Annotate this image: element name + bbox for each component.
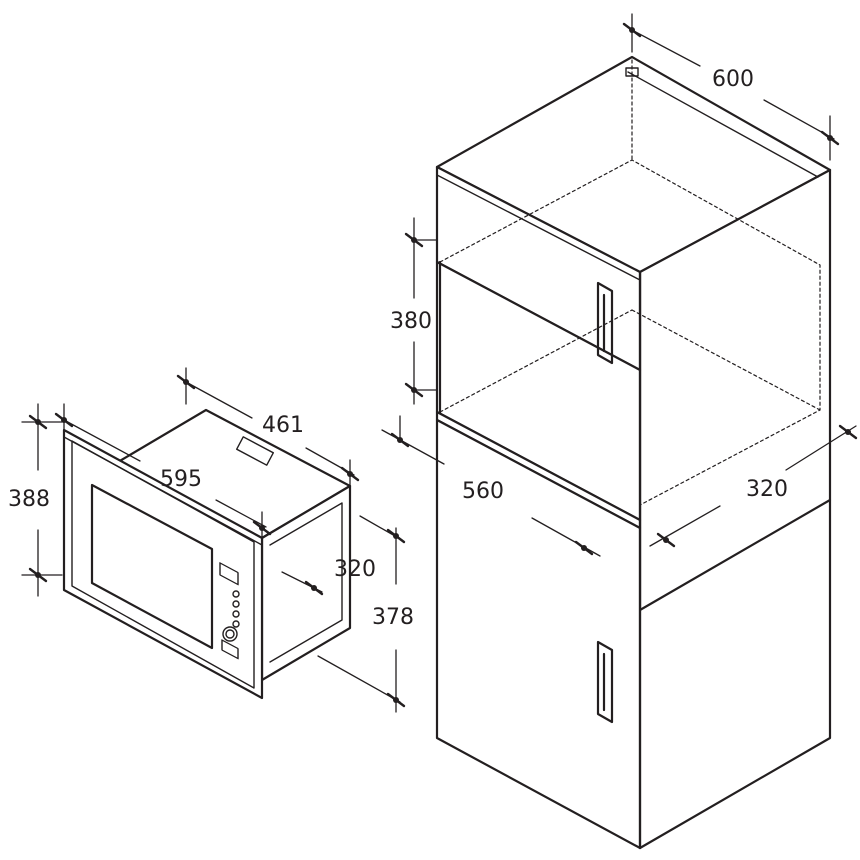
- microwave-top-vent: [236, 436, 274, 466]
- dimension-labels: 600 380 560 320 461 595 388 320 378: [8, 67, 788, 630]
- label-niche-width: 560: [462, 479, 504, 504]
- lower-door-handle: [596, 640, 614, 724]
- niche-hidden-back-edges: [439, 159, 821, 506]
- control-button-3: [232, 610, 240, 618]
- control-button-4: [232, 620, 240, 628]
- label-microwave-body-width: 461: [262, 413, 304, 438]
- control-knob-inner: [225, 629, 235, 639]
- control-button-1: [232, 590, 240, 598]
- label-microwave-body-height: 378: [372, 605, 414, 630]
- microwave-body-side-inner: [269, 502, 343, 663]
- label-microwave-depth: 320: [334, 557, 376, 582]
- control-button-2: [232, 600, 240, 608]
- microwave-front-top-lip: [63, 436, 263, 546]
- label-niche-height: 380: [390, 309, 432, 334]
- niche-hidden-rear-bottom: [439, 309, 633, 413]
- niche-hidden-rear-floor: [631, 309, 821, 411]
- microwave-door-window: [90, 483, 214, 650]
- control-knob-icon: [222, 626, 238, 642]
- cabinet-top-rail-side: [436, 174, 641, 281]
- label-microwave-width: 595: [160, 467, 202, 492]
- label-microwave-height: 388: [8, 487, 50, 512]
- microwave-door-button: [221, 639, 239, 660]
- upper-door-handle: [596, 281, 614, 365]
- built-in-microwave: [62, 408, 352, 700]
- microwave-display: [219, 562, 239, 586]
- label-cabinet-width: 600: [712, 67, 754, 92]
- cabinet-right-side-edge: [638, 498, 832, 850]
- label-niche-depth: 320: [746, 477, 788, 502]
- tall-cabinet: [435, 55, 832, 850]
- dimension-lines: [21, 13, 858, 713]
- cabinet-top-back-rail: [627, 71, 819, 178]
